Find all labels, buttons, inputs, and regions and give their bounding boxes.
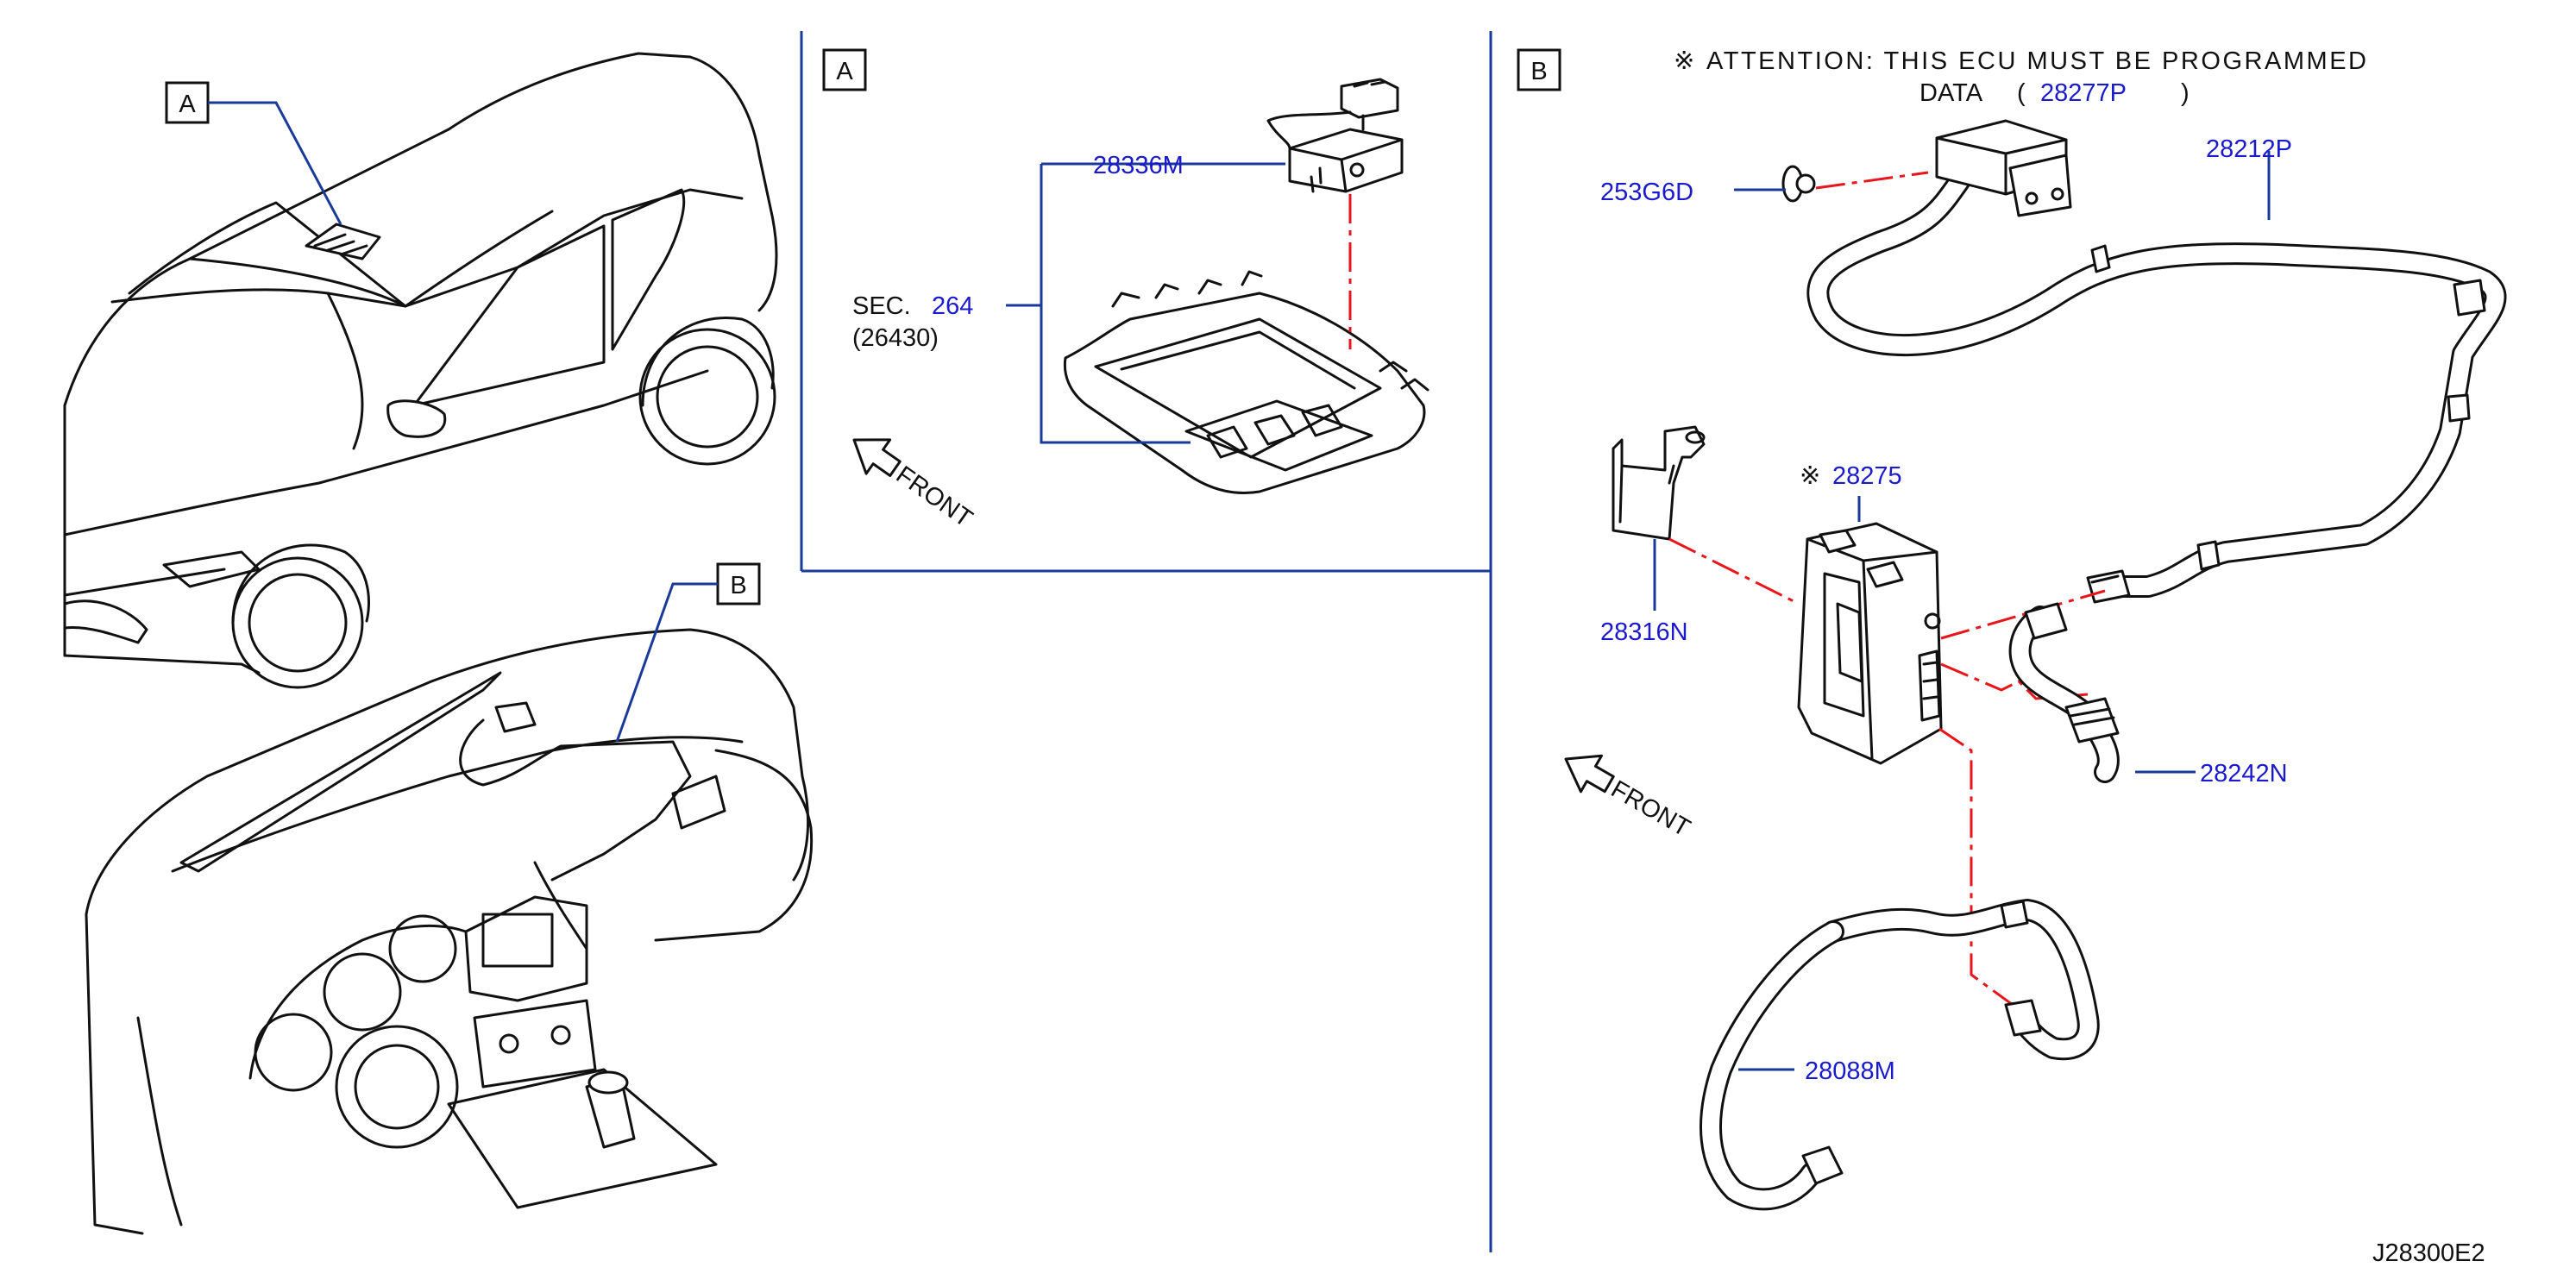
sec-prefix: SEC.	[852, 292, 911, 320]
overview-callout-b: B	[615, 562, 761, 743]
attention-part: 28277P	[2040, 79, 2127, 107]
front-arrow-a: FRONT	[852, 438, 977, 533]
diagram-code: J28300E2	[2372, 1239, 2485, 1267]
attention-close-paren: )	[2181, 79, 2190, 107]
dashboard-illustration	[85, 628, 814, 1235]
panel-dividers	[800, 31, 1492, 1252]
attention-mark: ※	[1674, 47, 1694, 75]
overview-callout-a: A	[165, 81, 342, 225]
view-a-marker: A	[836, 58, 853, 85]
view-b-panel: B ※ ATTENTION: THIS ECU MUST BE PROGRAMM…	[1517, 47, 2507, 1211]
attention-open-paren: (	[2017, 79, 2026, 107]
sec-number: 264	[932, 292, 973, 320]
part-28316n-bracket	[1612, 425, 1800, 611]
label-28316n: 28316N	[1600, 618, 1688, 646]
front-label-b: FRONT	[1606, 775, 1695, 843]
front-label-a: FRONT	[891, 461, 977, 533]
overview-marker-a: A	[179, 91, 196, 118]
label-28336m: 28336M	[1093, 152, 1184, 179]
overhead-console	[1063, 270, 1429, 495]
part-28275-ecu	[1797, 496, 2106, 1011]
label-28088m: 28088M	[1805, 1057, 1895, 1085]
view-a-panel: A 28336M SEC. 264 (26430)	[822, 48, 1429, 533]
front-arrow-b: FRONT	[1564, 754, 1695, 843]
part-28242n-harness	[2008, 602, 2196, 783]
overview-marker-b: B	[730, 572, 746, 599]
part-253g6d-clip	[1734, 165, 1929, 203]
part-28088m-harness	[1700, 899, 2100, 1211]
label-28212p: 28212P	[2206, 135, 2292, 163]
part-28336m-module	[1266, 78, 1404, 193]
view-b-marker: B	[1530, 58, 1547, 85]
part-28212p-harness	[1806, 119, 2507, 604]
label-28275-mark: ※	[1800, 462, 1820, 490]
label-28275: 28275	[1832, 462, 1902, 490]
attention-data: DATA	[1919, 79, 1983, 107]
label-28242n: 28242N	[2200, 760, 2288, 787]
label-253g6d: 253G6D	[1600, 179, 1693, 206]
sec-ref: (26430)	[852, 324, 939, 352]
vehicle-illustration	[63, 52, 778, 689]
attention-line-1: ATTENTION: THIS ECU MUST BE PROGRAMMED	[1706, 47, 2366, 75]
